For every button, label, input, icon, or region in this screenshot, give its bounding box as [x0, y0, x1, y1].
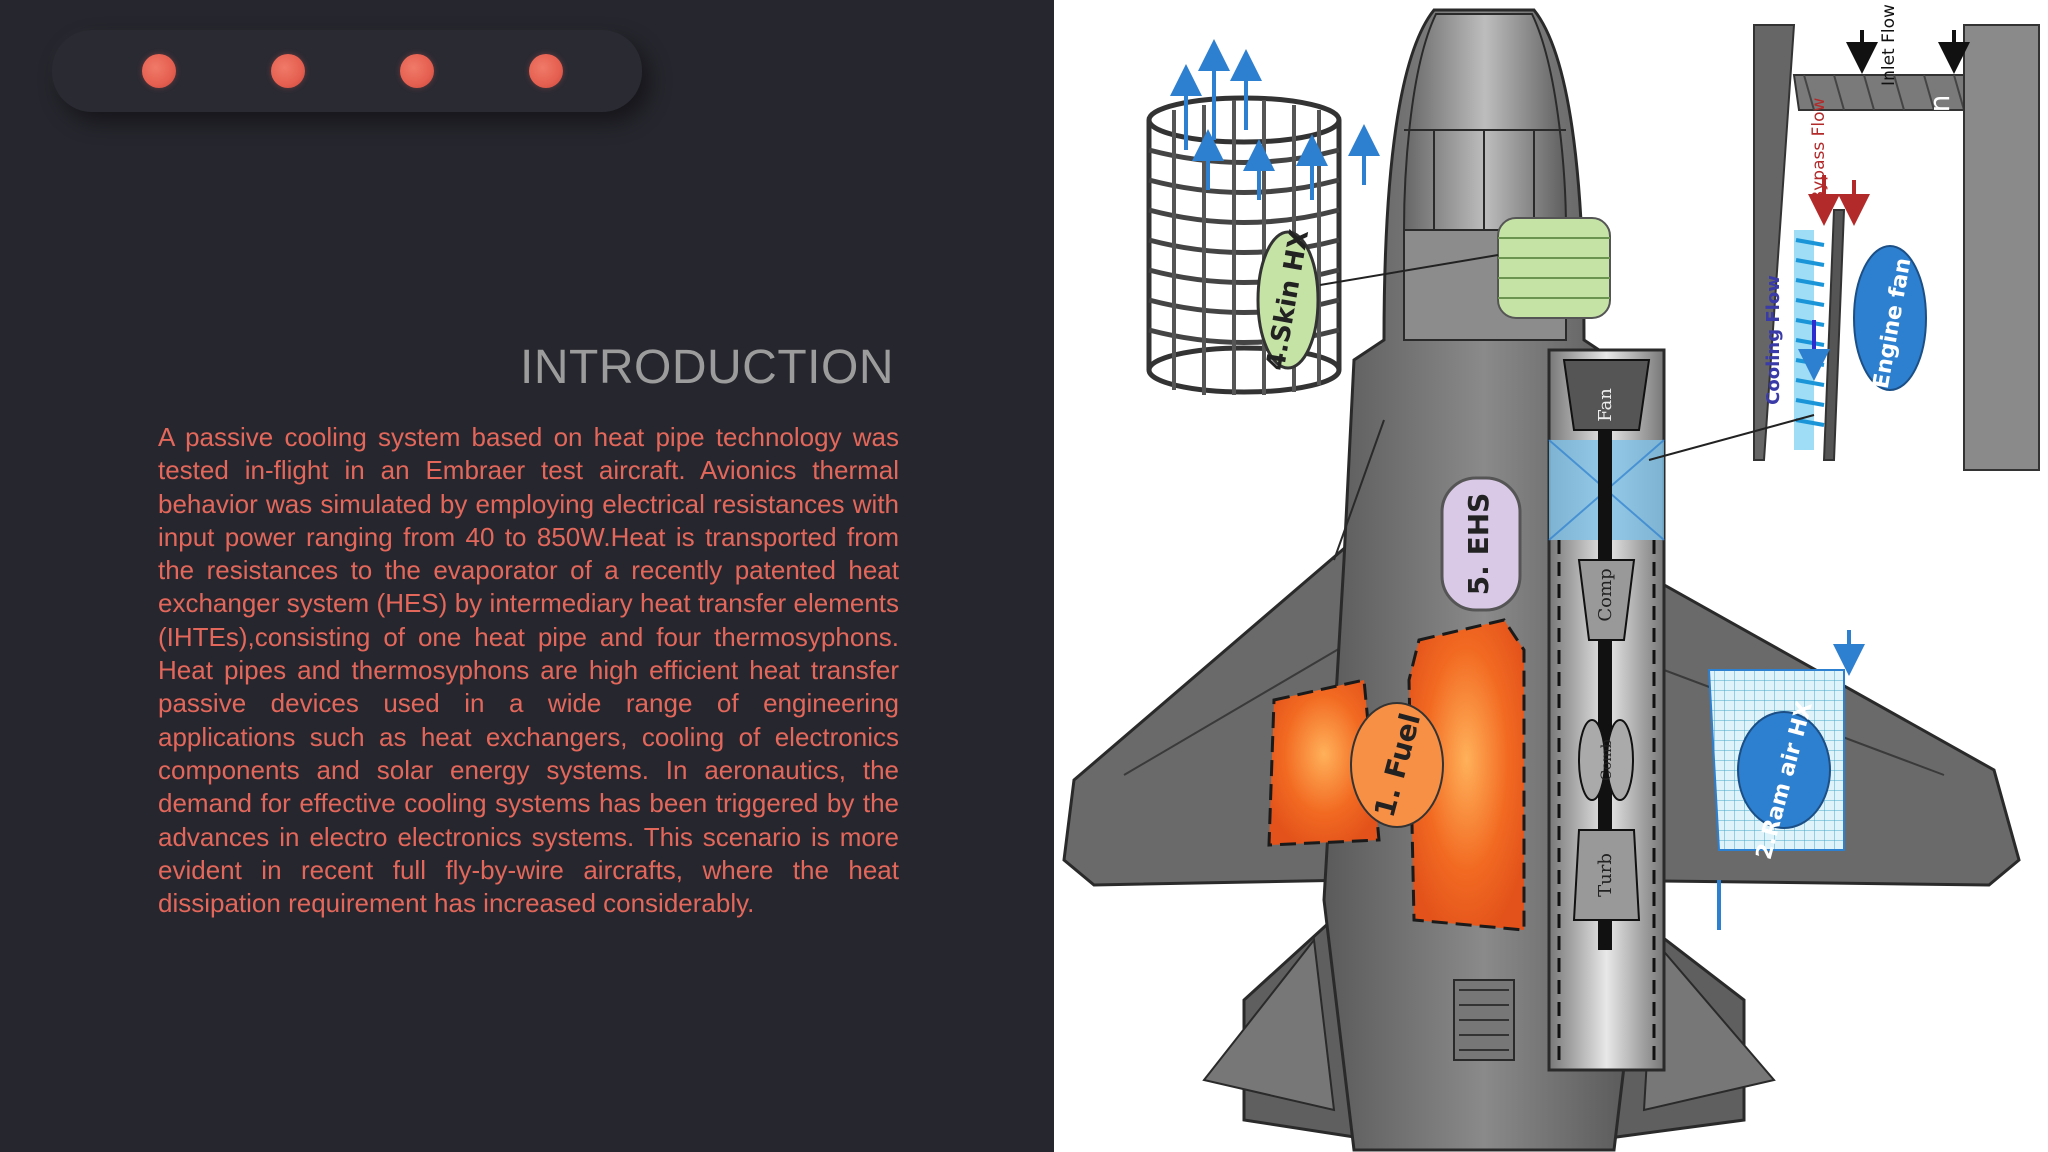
ehs-label: 5. EHS — [1462, 493, 1495, 596]
slide-title: INTRODUCTION — [520, 341, 894, 394]
engine-turb-label: Turb — [1595, 853, 1616, 897]
engine-core: Fan Comp Comb Turb — [1547, 348, 1666, 1072]
nav-dot-1[interactable] — [142, 54, 176, 88]
nav-dot-2[interactable] — [271, 54, 305, 88]
aircraft-cooling-diagram: Fan Comp Comb Turb 5. EHS 1. Fuel 2.Ram … — [1054, 0, 2048, 1152]
slide-nav-bar — [52, 30, 642, 112]
engine-comp-label: Comp — [1595, 568, 1616, 621]
skin-hx-band — [1497, 217, 1611, 319]
ehs-unit: 5. EHS — [1440, 476, 1522, 612]
slide-body-text: A passive cooling system based on heat p… — [158, 422, 899, 919]
nav-dot-4[interactable] — [529, 54, 563, 88]
cooling-flow-label: Cooling Flow — [1763, 275, 1784, 405]
compressor-combustion-label: Compressor & combustion — [1923, 95, 1956, 466]
engine-fan-label: Fan — [1595, 388, 1616, 422]
nav-dot-3[interactable] — [400, 54, 434, 88]
fuel-tanks: 1. Fuel — [1267, 618, 1526, 932]
engine-fan-air-inset: 3. Engine fan air Compressor & combustio… — [1648, 4, 2040, 471]
skin-hx-inset: 4.Skin HX — [1146, 39, 1499, 395]
ram-air-hx: 2.Ram air HX — [1707, 630, 1865, 930]
engine-comb-label: Comb — [1599, 739, 1615, 780]
inlet-flow-label: Inlet Flow — [1879, 4, 1899, 86]
